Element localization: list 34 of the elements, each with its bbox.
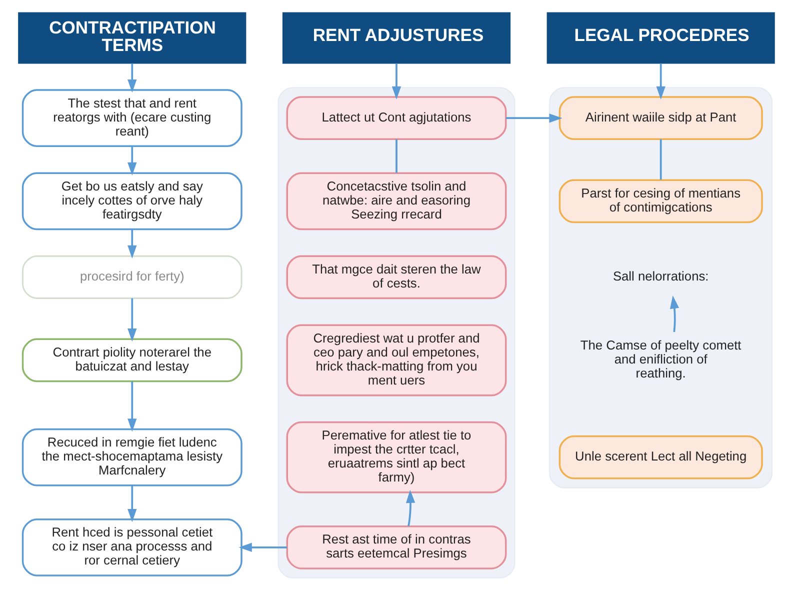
arrow bbox=[128, 382, 137, 432]
arrow bbox=[128, 298, 137, 342]
node-box: That mgce dait steren the law of cests. bbox=[286, 255, 507, 300]
arrow bbox=[128, 146, 137, 176]
node-box: Unle scerent Lect all Negeting bbox=[558, 435, 763, 480]
arrow bbox=[656, 63, 666, 100]
node-box: Rent hced is pessonal cetiet co iz nser ana processs and ror cernal cetiery bbox=[22, 518, 242, 576]
node-box: Peremative for atlest tie to impest the crtter tcacl, eruaatrems sintl ap bect farmy) bbox=[286, 421, 507, 494]
node-box: Concetacstive tsolin and natwbe: aire and easoring Seezing rrecard bbox=[286, 172, 507, 230]
node-box: The stest that and rent reatorgs with (ecare custing reant) bbox=[22, 89, 242, 148]
node-box: Get bo us eatsly and say incely cottes of orve haly featirgsdty bbox=[22, 172, 242, 230]
node-box: Contrart piolity noterarel the batuiczat and lestay bbox=[22, 338, 242, 382]
connector bbox=[660, 139, 662, 180]
node-box: RENT ADJUSTURES bbox=[282, 12, 511, 64]
arrow bbox=[670, 296, 680, 332]
arrow bbox=[506, 114, 562, 123]
node-box: Cregrediest wat u protfer and ceo pary and oul empetones, hrick thack-matting from you ment uers bbox=[286, 324, 507, 396]
arrow bbox=[406, 490, 416, 526]
node-box: Rest ast time of in contras sarts eetemcal Presimgs bbox=[286, 525, 507, 570]
node-box: Parst for cesing of mentians of contimigcations bbox=[558, 179, 763, 224]
node-box: CONTRACTIPATION TERMS bbox=[18, 12, 246, 64]
arrow bbox=[128, 486, 137, 522]
connector bbox=[396, 139, 398, 173]
node-box: Airinent waiile sidp at Pant bbox=[558, 96, 763, 140]
node-box: procesird for ferty) bbox=[22, 255, 242, 299]
arrow bbox=[392, 63, 402, 100]
node-box: LEGAL PROCEDRES bbox=[546, 12, 775, 64]
node-text: Sall nelorrations: bbox=[612, 268, 709, 284]
arrow bbox=[238, 542, 287, 552]
node-box: Recuced in remgie fiet ludenc the mect-shocemaptama lesisty Marfcnalery bbox=[22, 428, 242, 486]
arrow bbox=[128, 229, 137, 259]
node-box: Lattect ut Cont agjutations bbox=[286, 96, 507, 140]
node-text: The Camse of peelty comett and enifliction of reathing. bbox=[580, 337, 742, 381]
arrow bbox=[128, 63, 137, 93]
